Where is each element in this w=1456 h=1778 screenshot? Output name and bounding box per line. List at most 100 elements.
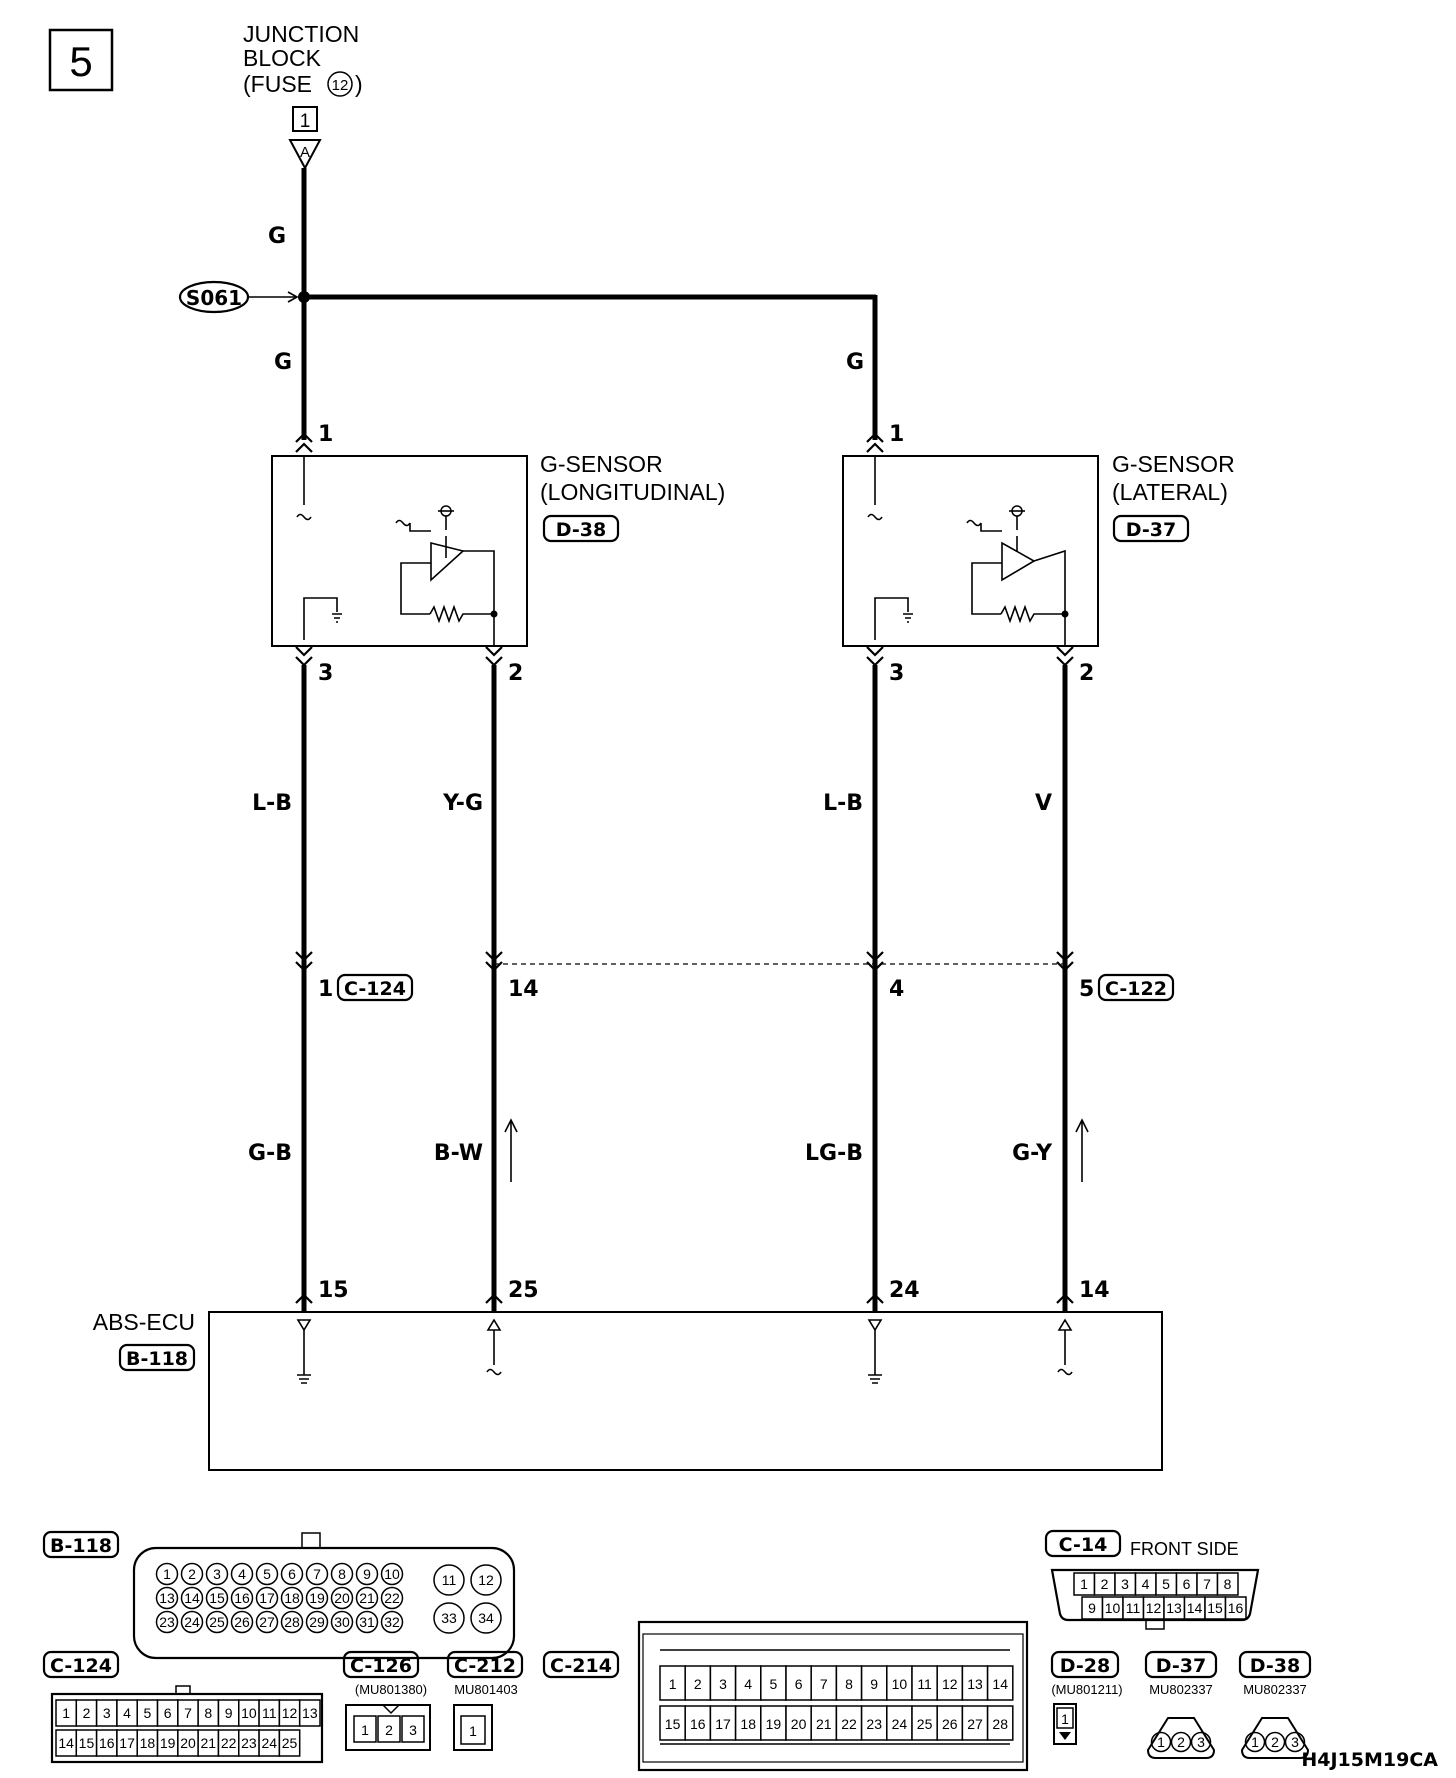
c214-pin: 12 [942, 1676, 958, 1692]
c124-pin-cell [278, 1729, 301, 1757]
b118-pin-circle [255, 1562, 279, 1586]
c126-view-part: (MU801380) [355, 1682, 427, 1697]
page-number-box: 5 [48, 28, 114, 92]
b118-pin-circle [305, 1610, 329, 1634]
signal-wires [301, 665, 1068, 1295]
b118-pin-circle [180, 1562, 204, 1586]
c124-pin: 6 [164, 1705, 172, 1721]
b118-pin: 33 [441, 1610, 457, 1626]
b118-pin-circle [355, 1610, 379, 1634]
c214-pin: 16 [690, 1716, 706, 1732]
b118-pin: 5 [263, 1566, 271, 1582]
lat-sensor-name: G-SENSOR [1112, 451, 1235, 477]
c124-pin: 1 [62, 1705, 70, 1721]
b118-pin: 3 [213, 1566, 221, 1582]
c214-pin: 9 [870, 1676, 878, 1692]
ecu-terminals [295, 1293, 1074, 1312]
b118-pin: 25 [209, 1614, 225, 1630]
b118-pin-circle [155, 1586, 179, 1610]
c214-pin: 1 [669, 1676, 677, 1692]
c124-label-box [336, 973, 414, 1002]
b118-pin: 27 [259, 1614, 275, 1630]
c214-pin-cell [684, 1705, 712, 1741]
c214-pin: 17 [715, 1716, 731, 1732]
d38-view-label: D-38 [1250, 1655, 1300, 1677]
long-pin-signal: 2 [508, 661, 523, 686]
c124-view-label: C-124 [50, 1655, 112, 1677]
c14-pin: 15 [1207, 1600, 1223, 1616]
b118-pin-circle [305, 1586, 329, 1610]
c126-pin: 2 [385, 1722, 393, 1738]
feed-wires [298, 168, 878, 440]
b118-pin-circle [230, 1562, 254, 1586]
c126-pin: 3 [409, 1722, 417, 1738]
c124-pin: 14 [58, 1735, 74, 1751]
ecu-pin-4: 14 [1079, 1278, 1110, 1303]
c124-pin: 2 [83, 1705, 91, 1721]
b118-pin: 9 [363, 1566, 371, 1582]
c214-pin-cell [760, 1665, 787, 1701]
c124-label: C-124 [344, 978, 406, 1000]
wire-color-ecu-lat-ground: LG-B [805, 1141, 863, 1166]
c214-pin: 24 [892, 1716, 908, 1732]
b118-pin: 32 [384, 1614, 400, 1630]
d37-view-label: D-37 [1156, 1655, 1206, 1677]
b118-pin: 28 [284, 1614, 300, 1630]
b118-pin-circle [180, 1586, 204, 1610]
abs-ecu: ABS-ECU B-118 [93, 1309, 1163, 1471]
c14-pin: 6 [1183, 1576, 1191, 1592]
c214-pin-cell [911, 1665, 938, 1701]
junction-connector-box [292, 106, 318, 132]
junction-connector-letter: A [300, 144, 310, 161]
b118-pin-circle-large [470, 1564, 502, 1596]
c124-pin: 10 [241, 1705, 257, 1721]
long-sensor-type: (LONGITUDINAL) [540, 479, 725, 505]
c214-pin-cell [961, 1705, 989, 1741]
wire-color-long-signal: Y-G [442, 791, 483, 816]
c124-pin: 23 [241, 1735, 257, 1751]
wire-color-lat-signal: V [1035, 791, 1052, 816]
c124-pin: 5 [143, 1705, 151, 1721]
c14-pin: 14 [1187, 1600, 1203, 1616]
d38-pin-circle [1264, 1731, 1286, 1753]
c126-pin-cell [377, 1715, 401, 1743]
d37-pin: 1 [1157, 1734, 1165, 1750]
c124-pin: 21 [201, 1735, 217, 1751]
b118-pin: 34 [478, 1610, 494, 1626]
c14-pin: 13 [1166, 1600, 1182, 1616]
junction-line3-suffix: ) [355, 71, 363, 97]
d28-view-part: (MU801211) [1051, 1682, 1122, 1697]
d28-pin: 1 [1061, 1711, 1069, 1727]
d38-pin: 3 [1291, 1734, 1299, 1750]
c214-pin: 13 [967, 1676, 983, 1692]
c124-pin-ground: 1 [318, 977, 333, 1002]
b118-pin: 2 [188, 1566, 196, 1582]
b118-pin: 30 [334, 1614, 350, 1630]
ecu-pin-1: 15 [318, 1278, 349, 1303]
c124-pin: 17 [119, 1735, 135, 1751]
c214-pin: 6 [795, 1676, 803, 1692]
c14-view-note: FRONT SIDE [1130, 1539, 1239, 1559]
c212-pin: 1 [469, 1723, 477, 1739]
c14-pin: 3 [1121, 1576, 1129, 1592]
b118-pin-circle [180, 1610, 204, 1634]
c124-pin: 20 [180, 1735, 196, 1751]
d28-view-label: D-28 [1060, 1655, 1110, 1677]
b118-pin: 22 [384, 1590, 400, 1606]
c214-pin-cell [860, 1665, 888, 1701]
junction-line2: BLOCK [243, 45, 322, 71]
long-pin-supply: 1 [318, 422, 333, 447]
c214-pin: 8 [845, 1676, 853, 1692]
wire-color-feed-left: G [274, 350, 292, 375]
fuse-number: 12 [332, 77, 349, 94]
c14-pin: 10 [1105, 1600, 1121, 1616]
c212-view: C-212 MU801403 [446, 1650, 524, 1751]
c214-pin: 15 [665, 1716, 681, 1732]
c214-pin-cell [886, 1705, 913, 1741]
c214-pin-cell [886, 1665, 913, 1701]
c214-pin: 7 [820, 1676, 828, 1692]
b118-pin-circle [255, 1586, 279, 1610]
c214-pin-cell [760, 1705, 787, 1741]
lat-pin-supply: 1 [889, 422, 904, 447]
